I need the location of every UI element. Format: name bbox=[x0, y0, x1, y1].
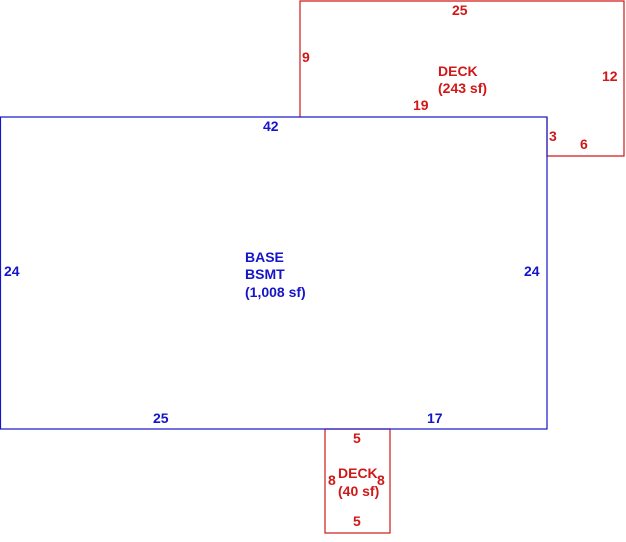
base-outline bbox=[0, 116, 548, 430]
base-name-line1: BASE bbox=[245, 249, 284, 265]
base-area: (1,008 sf) bbox=[245, 284, 306, 300]
deck-bottom-area: (40 sf) bbox=[338, 483, 379, 499]
deck-top-dim-right: 12 bbox=[602, 68, 618, 84]
deck-top-area: (243 sf) bbox=[438, 80, 487, 96]
deck-top-name: DECK bbox=[438, 63, 478, 79]
deck-bottom-dim-right: 8 bbox=[377, 472, 385, 488]
deck-top-dim-left: 9 bbox=[302, 49, 310, 65]
base-dim-right: 24 bbox=[524, 263, 540, 279]
base-dim-bottom-right: 17 bbox=[427, 410, 443, 426]
base-dim-top: 42 bbox=[263, 118, 279, 134]
deck-top-dim-bottom: 19 bbox=[413, 97, 429, 113]
deck-bottom-dim-bottom: 5 bbox=[353, 513, 361, 529]
base-name-line2: BSMT bbox=[245, 266, 285, 282]
base-dim-bottom-left: 25 bbox=[153, 410, 169, 426]
deck-bottom-dim-left: 8 bbox=[328, 472, 336, 488]
deck-bottom-dim-top: 5 bbox=[353, 430, 361, 446]
deck-bottom-name: DECK bbox=[338, 465, 378, 481]
deck-top-dim-top: 25 bbox=[452, 2, 468, 18]
base-dim-left: 24 bbox=[4, 263, 20, 279]
deck-top-dim-step-bottom: 6 bbox=[580, 136, 588, 152]
deck-top-dim-step-side: 3 bbox=[549, 128, 557, 144]
